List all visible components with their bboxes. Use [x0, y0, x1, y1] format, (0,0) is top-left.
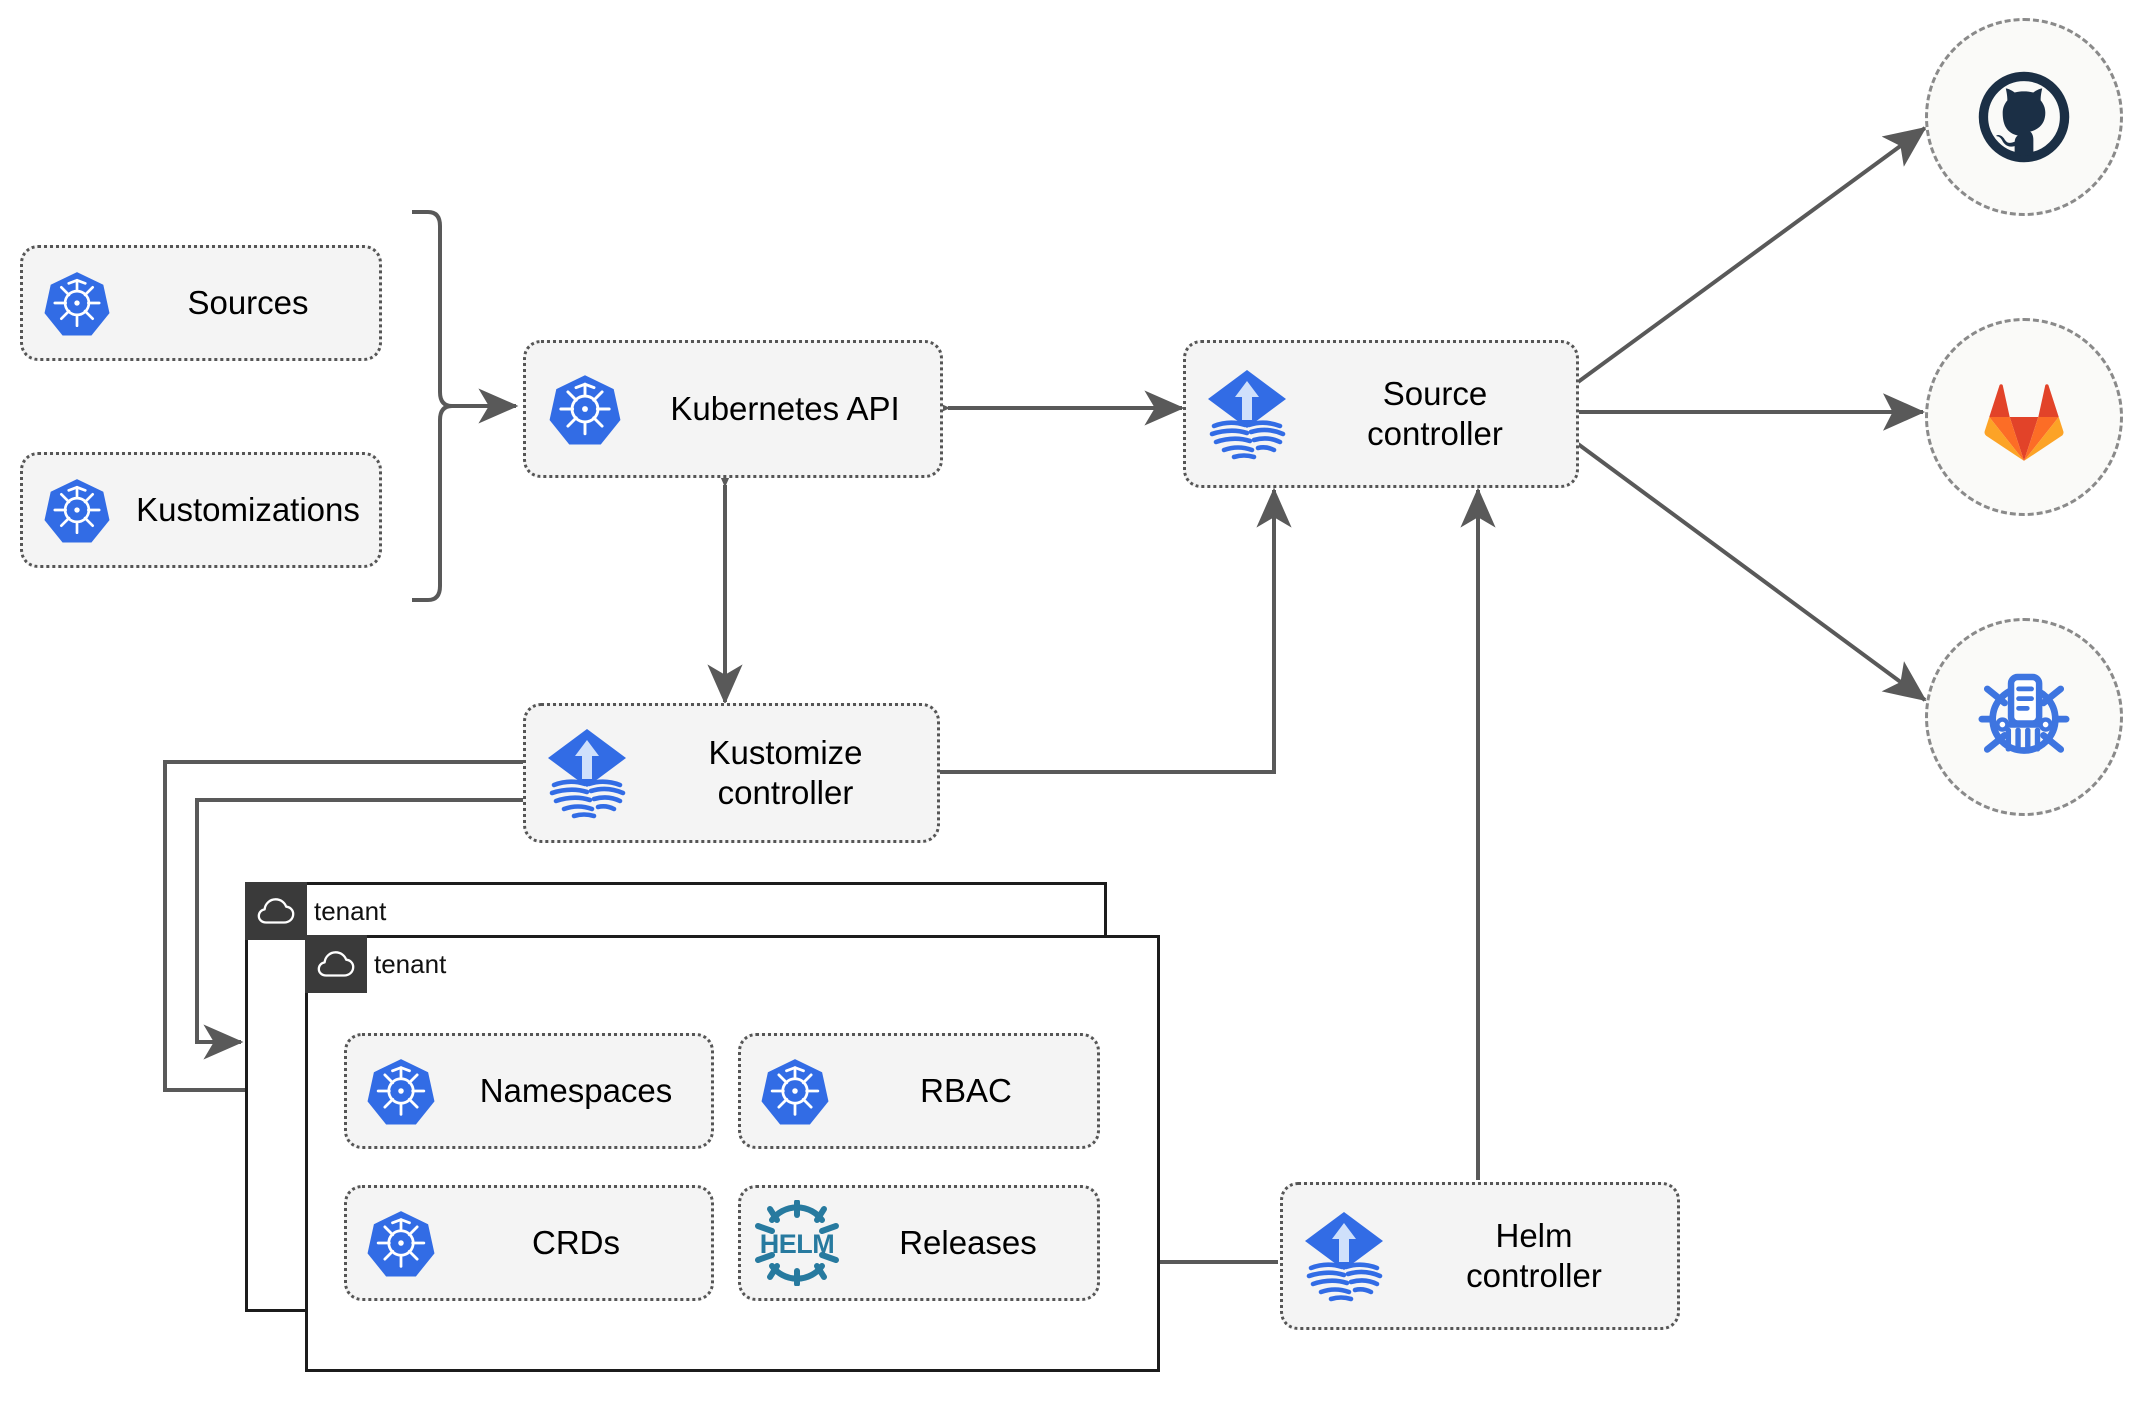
kubernetes-icon	[526, 373, 644, 445]
edge-kustomize-to-source	[940, 487, 1292, 774]
kubernetes-icon	[741, 1057, 849, 1125]
node-source-controller-label: Source controller	[1367, 374, 1503, 452]
provider-bucket[interactable]	[1925, 618, 2123, 816]
flux-icon	[1283, 1210, 1405, 1302]
helm-icon: HELM	[741, 1200, 853, 1286]
helm-glyph: HELM	[755, 1200, 839, 1286]
kubernetes-icon	[347, 1057, 455, 1125]
cloud-glyph	[317, 951, 355, 977]
flux-icon	[526, 727, 648, 819]
node-rbac-label: RBAC	[920, 1071, 1012, 1109]
github-icon	[1978, 71, 2070, 163]
node-kustomizations-label: Kustomizations	[136, 490, 360, 528]
kubernetes-glyph	[367, 1211, 435, 1277]
kubernetes-icon	[23, 477, 131, 543]
kubernetes-icon	[23, 270, 131, 336]
svg-text:HELM: HELM	[760, 1229, 835, 1259]
node-crds[interactable]: CRDs	[344, 1185, 714, 1301]
node-sources[interactable]: Sources	[20, 245, 382, 361]
node-helm-controller[interactable]: Helm controller	[1280, 1182, 1680, 1330]
gitlab-icon	[1984, 384, 2064, 461]
flux-icon	[1186, 368, 1308, 460]
kubernetes-glyph	[44, 479, 110, 543]
node-kustomizations[interactable]: Kustomizations	[20, 452, 382, 568]
kubernetes-glyph	[44, 272, 110, 336]
node-kustomize-controller-label: Kustomize controller	[708, 733, 863, 811]
node-helm-controller-label: Helm controller	[1466, 1216, 1602, 1294]
node-rbac[interactable]: RBAC	[738, 1033, 1100, 1149]
edge-source-to-bucket	[1576, 442, 1927, 702]
node-crds-label: CRDs	[532, 1223, 620, 1261]
node-namespaces[interactable]: Namespaces	[344, 1033, 714, 1149]
flux-glyph	[1305, 1212, 1383, 1302]
node-namespaces-label: Namespaces	[479, 1071, 673, 1109]
tenant-box-inner: tenant	[305, 935, 1160, 1372]
node-kustomize-controller[interactable]: Kustomize controller	[523, 703, 940, 843]
flux-glyph	[1208, 370, 1286, 460]
provider-gitlab[interactable]	[1925, 318, 2123, 516]
edge-sources-group-brace	[412, 210, 453, 602]
node-kubernetes-api-label: Kubernetes API	[670, 389, 900, 427]
node-kubernetes-api[interactable]: Kubernetes API	[523, 340, 943, 478]
kubernetes-glyph	[761, 1059, 829, 1125]
bucket-icon	[1978, 673, 2070, 754]
edge-source-to-github	[1576, 126, 1927, 384]
provider-github[interactable]	[1925, 18, 2123, 216]
cloud-glyph	[257, 898, 295, 924]
cloud-icon	[245, 882, 307, 940]
node-source-controller[interactable]: Source controller	[1183, 340, 1579, 488]
tenant-outer-label: tenant	[314, 895, 387, 926]
kubernetes-glyph	[549, 375, 621, 445]
flux-glyph	[548, 729, 626, 819]
node-releases[interactable]: HELM Releases	[738, 1185, 1100, 1301]
kubernetes-icon	[347, 1209, 455, 1277]
kubernetes-glyph	[367, 1059, 435, 1125]
tenant-inner-label: tenant	[374, 948, 447, 979]
node-releases-label: Releases	[899, 1223, 1037, 1261]
node-sources-label: Sources	[187, 283, 309, 321]
cloud-icon	[305, 935, 367, 993]
